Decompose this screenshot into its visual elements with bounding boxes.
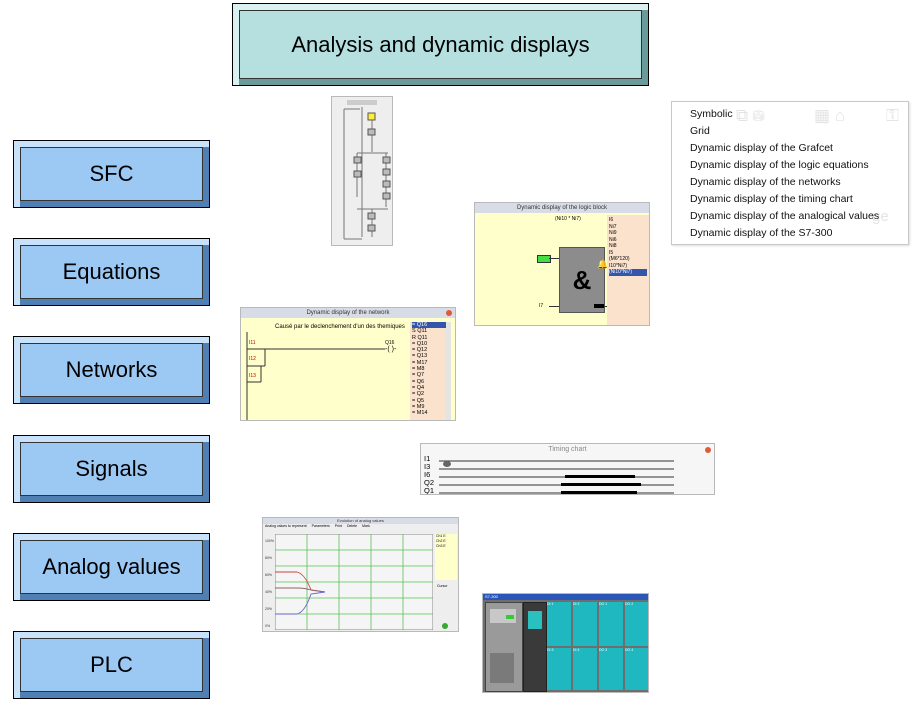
logic-term-list: I6 Ni7 Ni9 Ni6 Ni8 I5 (M6*120) I10*Ni7) … — [607, 215, 649, 325]
close-icon — [705, 447, 711, 453]
menu-item-grafcet[interactable]: Dynamic display of the Grafcet — [690, 142, 833, 154]
list-item: = Q10 — [412, 340, 428, 347]
io-module: DI 4 — [573, 648, 597, 690]
analog-title: Evolution of analog values — [263, 518, 458, 524]
menu-item-grid[interactable]: Grid — [690, 125, 710, 137]
svg-text:-( )-: -( )- — [385, 346, 397, 353]
io-module: DI 3 — [547, 648, 571, 690]
timing-traces — [439, 460, 674, 494]
list-item: = Q12 — [412, 347, 428, 354]
svg-text:I13: I13 — [249, 373, 256, 379]
list-item: = Q6 — [412, 378, 425, 385]
list-item: Ni9 — [609, 230, 617, 236]
io-module: DO 1 — [599, 602, 623, 646]
list-item: = Q5 — [412, 397, 425, 404]
network-coil-list: = Q16 S Q11 R Q11 = Q10 = Q12 = Q13 = M1… — [410, 322, 448, 420]
network-window[interactable]: Dynamic display of the network Causé par… — [240, 307, 456, 421]
close-icon — [446, 310, 452, 316]
plc-io-modules: DI 1 DI 2 DO 1 DO 2 DI 3 DI 4 DO 3 DO 4 — [547, 602, 648, 692]
list-item: Ni8 — [609, 243, 617, 249]
list-item: = Q13 — [412, 353, 428, 360]
timing-chart-window[interactable]: Timing chart I1 I3 I6 Q2 Q1 — [420, 443, 715, 495]
list-item: I5 — [609, 249, 614, 256]
analog-cursor-label: Cursor — [437, 584, 448, 588]
io-module: DI 2 — [573, 602, 597, 646]
list-item: Ni7 — [609, 223, 617, 230]
network-caption: Causé par le declenchement d'un des them… — [275, 324, 405, 330]
nav-button-networks[interactable]: Networks — [13, 336, 210, 404]
status-led-icon — [442, 623, 448, 629]
logic-block-title: Dynamic display of the logic block — [475, 203, 649, 213]
plc-power-module — [523, 602, 547, 692]
scrollbar[interactable] — [446, 322, 451, 420]
page-title: Analysis and dynamic displays — [232, 3, 649, 86]
list-item: Ni6 — [609, 236, 617, 243]
svg-text:I12: I12 — [249, 356, 256, 362]
menu-item-symbolic[interactable]: Symbolic — [690, 108, 733, 120]
io-module: DO 4 — [625, 648, 648, 690]
grafcet-diagram — [343, 100, 391, 240]
list-item-selected: = Q16 — [412, 322, 448, 329]
output-indicator — [594, 304, 604, 308]
list-item: = M14 — [412, 410, 428, 417]
list-item: = Q4 — [412, 384, 425, 391]
and-gate: & — [559, 247, 605, 313]
list-item: R Q11 — [412, 334, 428, 341]
list-item: I10*Ni7) — [609, 262, 628, 269]
list-item: = M8 — [412, 366, 425, 373]
nav-button-signals[interactable]: Signals — [13, 435, 210, 503]
display-context-menu: ⧉ ⛁ ▦ ⌂ ⚿ ge Symbolic Grid Dynamic displ… — [671, 101, 909, 245]
network-title: Dynamic display of the network — [241, 308, 455, 318]
nav-button-plc[interactable]: PLC — [13, 631, 210, 699]
svg-text:Q16: Q16 — [385, 340, 395, 346]
timing-signal-labels: I1 I3 I6 Q2 Q1 — [424, 454, 435, 495]
plc-s7-300-window[interactable]: S7-300 DI 1 DI 2 DO 1 DO 2 DI 3 DI 4 DO … — [482, 593, 649, 693]
io-module: DO 3 — [599, 648, 623, 690]
logic-expression: (Ni10 * Ni7) — [555, 216, 581, 222]
analog-legend: Ch1 E Ch2 E Ch3 E — [435, 534, 457, 580]
menu-item-timing-chart[interactable]: Dynamic display of the timing chart — [690, 193, 853, 205]
analog-values-window[interactable]: Evolution of analog values Analog values… — [262, 517, 459, 632]
analog-menu-bar: Analog values to represent Parameters Pr… — [265, 524, 370, 528]
analog-y-labels: 100% 80% 60% 40% 20% 0% — [265, 539, 274, 628]
list-item: I6 — [609, 217, 614, 223]
list-item: = M17 — [412, 359, 428, 366]
io-module: DO 2 — [625, 602, 648, 646]
list-item: (M6*120) — [609, 256, 630, 262]
plc-title: S7-300 — [483, 594, 648, 600]
nav-button-sfc[interactable]: SFC — [13, 140, 210, 208]
analog-plot — [275, 534, 433, 630]
io-module: DI 1 — [547, 602, 571, 646]
logic-input-label: I7 — [539, 303, 544, 309]
list-item: S Q11 — [412, 328, 428, 335]
list-item-selected: (Ni10*Ni7) — [609, 269, 647, 276]
grafcet-thumbnail[interactable] — [331, 96, 393, 246]
menu-item-networks[interactable]: Dynamic display of the networks — [690, 176, 841, 188]
list-item: = Q2 — [412, 391, 425, 398]
ladder-diagram: I11 I12 I13 Q16 -( )- — [246, 332, 397, 420]
timing-chart-title: Timing chart — [421, 444, 714, 456]
bell-icon: 🔔 — [597, 259, 609, 269]
list-item: = Q7 — [412, 372, 425, 379]
plc-cpu-module — [485, 602, 523, 692]
menu-item-s7-300[interactable]: Dynamic display of the S7-300 — [690, 227, 833, 239]
svg-text:I11: I11 — [249, 340, 256, 346]
menu-item-logic-equations[interactable]: Dynamic display of the logic equations — [690, 159, 869, 171]
logic-block-window[interactable]: Dynamic display of the logic block (Ni10… — [474, 202, 650, 326]
nav-button-equations[interactable]: Equations — [13, 238, 210, 306]
list-item: = M9 — [412, 403, 425, 410]
input-true-indicator — [537, 255, 551, 263]
menu-item-analogical-values[interactable]: Dynamic display of the analogical values — [690, 210, 880, 222]
nav-button-analog-values[interactable]: Analog values — [13, 533, 210, 601]
